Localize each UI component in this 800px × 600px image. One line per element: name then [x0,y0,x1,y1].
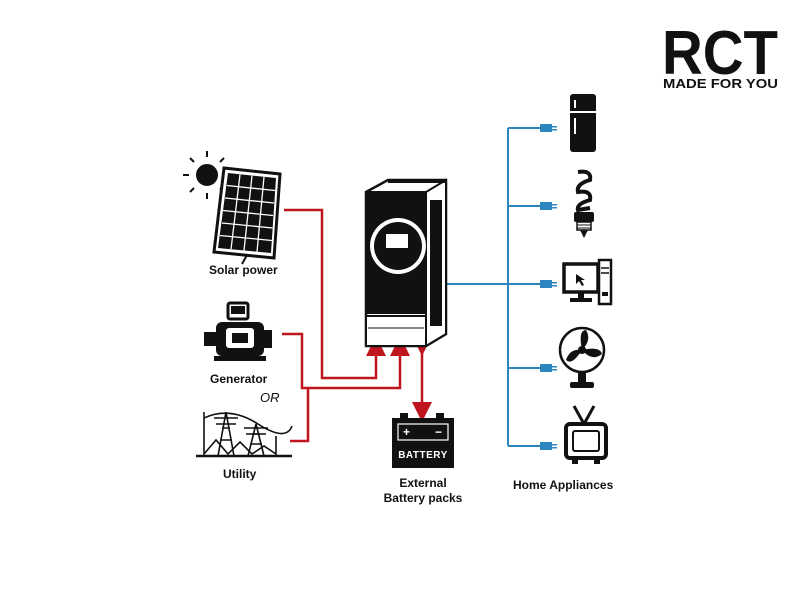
or-label: OR [260,390,280,405]
generator-wire [282,332,410,390]
refrigerator-icon [570,94,596,152]
input-wires [282,208,432,443]
inverter-icon [364,178,448,348]
generator-label: Generator [210,372,268,386]
svg-text:+: + [403,425,410,439]
utility-wire [290,388,310,443]
brand-name: RCT [662,19,778,88]
battery-label-line1: External [399,476,446,490]
home-appliances-label: Home Appliances [513,478,614,492]
solar-label: Solar power [209,263,278,277]
svg-text:−: − [435,425,442,439]
computer-icon [562,258,613,306]
solar-wire [284,208,386,380]
utility-label: Utility [223,467,257,481]
tv-icon [564,405,608,464]
brand-tagline: MADE FOR YOU [663,76,778,91]
battery-label-line2: Battery packs [384,491,463,505]
generator-icon [204,301,272,361]
output-wires [446,124,557,450]
battery-icon: + − BATTERY [392,413,454,468]
battery-box-text: BATTERY [398,450,448,461]
solar-panel-icon [212,166,282,265]
fan-icon [558,326,606,388]
brand-logo: RCT MADE FOR YOU [662,19,778,91]
utility-tower-icon [196,411,293,458]
bulb-icon [574,169,594,238]
